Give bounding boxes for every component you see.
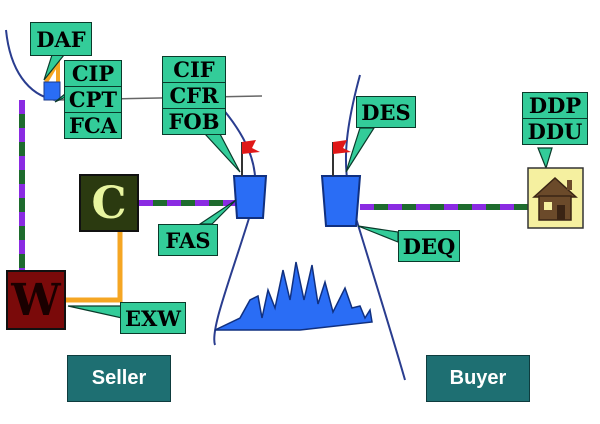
des-label: DES (356, 96, 416, 128)
warehouse-node: W (6, 270, 66, 330)
cif-pointer (203, 133, 241, 173)
fas-label: FAS (158, 224, 218, 256)
daf-label: DAF (30, 22, 92, 56)
daf-border-block (43, 81, 61, 101)
cip-label: CIP (65, 61, 121, 87)
cif-cfr-fob-stack: CIF CFR FOB (162, 56, 226, 135)
exw-route (66, 232, 123, 303)
ddp-ddu-stack: DDP DDU (522, 92, 588, 145)
seller-box: Seller (67, 355, 171, 402)
exw-pointer (67, 305, 123, 319)
exw-label: EXW (120, 302, 186, 334)
fca-label: FCA (69, 113, 117, 138)
cif-label: CIF (163, 57, 225, 83)
seller-label: Seller (91, 367, 147, 389)
deq-pointer (357, 225, 399, 243)
carrier-node-label: C (91, 177, 127, 229)
house-icon (527, 167, 584, 229)
daf-pointer (43, 54, 66, 81)
cfr-label: CFR (163, 83, 225, 109)
fob-label: FOB (168, 109, 220, 134)
ddp-pointer (537, 147, 553, 170)
ship-left-icon (232, 140, 268, 219)
cpt-label: CPT (65, 87, 121, 113)
carrier-node: C (79, 174, 139, 232)
buyer-box: Buyer (426, 355, 530, 402)
des-pointer (345, 127, 376, 173)
warehouse-node-label: W (11, 274, 61, 326)
ddp-label: DDP (523, 93, 587, 119)
deq-label: DEQ (398, 230, 460, 262)
cip-cpt-fca-stack: CIP CPT FCA (64, 60, 122, 139)
ship-right-icon (320, 140, 362, 227)
buyer-label: Buyer (449, 367, 507, 389)
sea-waves-icon (214, 261, 373, 331)
ddu-label: DDU (527, 119, 583, 144)
